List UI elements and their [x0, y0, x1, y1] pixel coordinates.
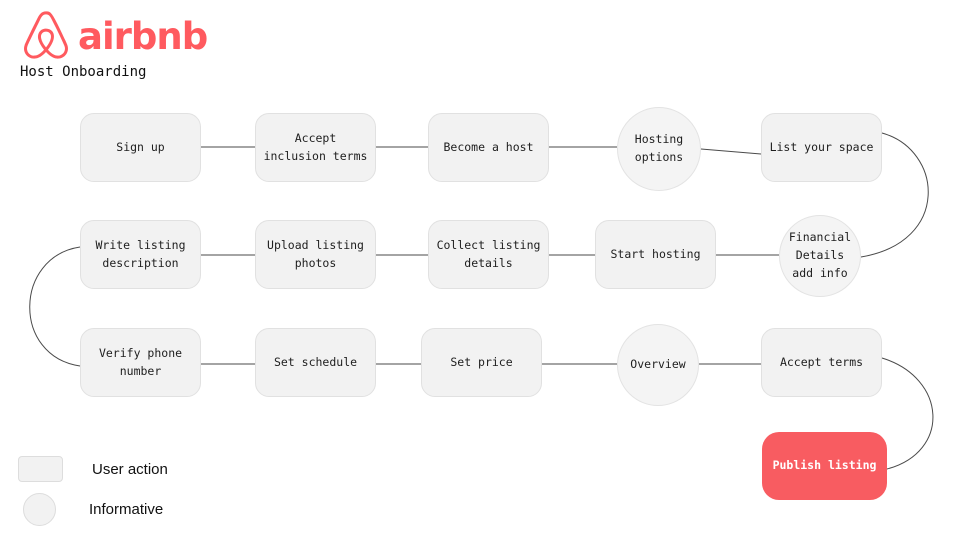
- user-action-swatch: [18, 456, 63, 482]
- node-sign-up: Sign up: [80, 113, 201, 182]
- node-label: Overview: [630, 357, 686, 372]
- legend: User action Informative: [18, 456, 168, 537]
- node-label: Sign up: [116, 139, 165, 154]
- node-label: Collect listing details: [436, 237, 541, 270]
- node-label: Accept inclusion terms: [263, 130, 368, 163]
- node-label: Financial Details add info: [788, 230, 852, 280]
- node-label: List your space: [769, 139, 874, 154]
- node-set-price: Set price: [421, 328, 542, 397]
- node-hosting-options: Hosting options: [617, 107, 701, 191]
- node-label: Set price: [450, 354, 513, 369]
- node-start-hosting: Start hosting: [595, 220, 716, 289]
- header: airbnb Host Onboarding: [20, 8, 208, 80]
- node-label: Start hosting: [610, 246, 701, 261]
- node-accept-inclusion-terms: Accept inclusion terms: [255, 113, 376, 182]
- legend-label: User action: [92, 460, 168, 478]
- node-financial-details-add-info: Financial Details add info: [779, 215, 861, 297]
- node-upload-listing-photos: Upload listing photos: [255, 220, 376, 289]
- node-label: Hosting options: [634, 132, 684, 164]
- node-set-schedule: Set schedule: [255, 328, 376, 397]
- node-accept-terms: Accept terms: [761, 328, 882, 397]
- node-label: Upload listing photos: [267, 237, 364, 270]
- node-label: Set schedule: [273, 354, 358, 369]
- node-label: Verify phone number: [98, 345, 183, 378]
- node-verify-phone-number: Verify phone number: [80, 328, 201, 397]
- legend-label: Informative: [89, 501, 164, 518]
- page-title: Host Onboarding: [20, 64, 147, 80]
- legend-item-user-action: User action: [18, 456, 168, 482]
- node-label: Accept terms: [779, 354, 864, 369]
- node-collect-listing-details: Collect listing details: [428, 220, 549, 289]
- node-label: Publish listing: [772, 458, 877, 473]
- node-list-your-space: List your space: [761, 113, 882, 182]
- node-label: Write listing description: [95, 237, 186, 270]
- node-become-a-host: Become a host: [428, 113, 549, 182]
- legend-item-informative: Informative: [18, 493, 168, 526]
- informative-swatch: [23, 493, 56, 526]
- node-publish-listing: Publish listing: [762, 432, 887, 500]
- airbnb-belo-icon: [24, 11, 68, 59]
- brand-wordmark: airbnb: [78, 14, 208, 58]
- node-overview: Overview: [617, 324, 699, 406]
- node-label: Become a host: [443, 139, 534, 154]
- node-write-listing-description: Write listing description: [80, 220, 201, 289]
